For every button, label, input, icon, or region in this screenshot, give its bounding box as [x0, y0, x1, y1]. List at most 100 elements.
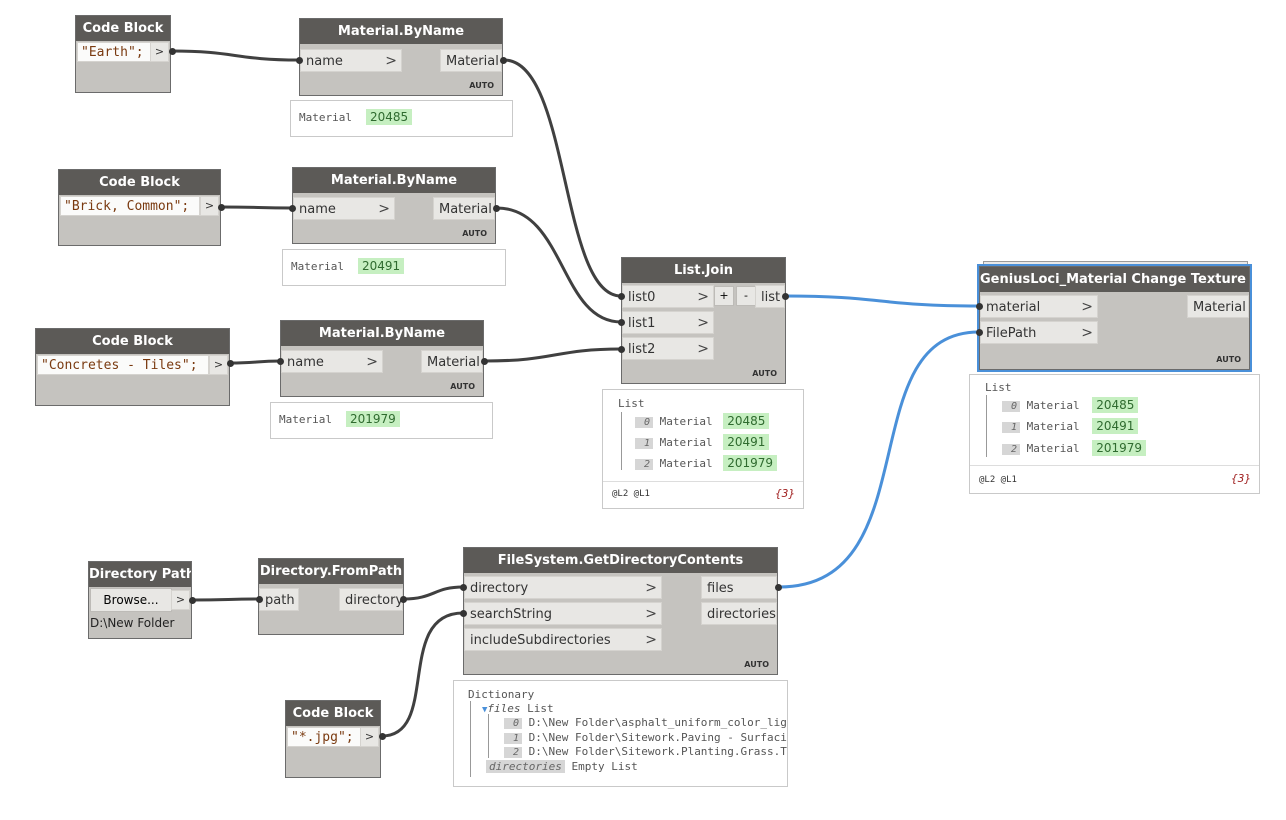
connector-dot [189, 597, 196, 604]
chevron-right-icon: > [697, 315, 709, 331]
connector-dot [618, 293, 625, 300]
lacing-label: AUTO [450, 382, 475, 391]
lacing-label: AUTO [1216, 355, 1241, 364]
output-port[interactable]: > [150, 42, 169, 62]
tree-line [470, 701, 471, 777]
material-byname-node-1[interactable]: Material.ByName name> Material AUTO [299, 18, 503, 96]
preview-label: Material [291, 260, 344, 273]
input-port-path[interactable]: path [259, 588, 299, 611]
input-port-directory[interactable]: directory> [464, 576, 662, 599]
connector-dot [782, 293, 789, 300]
wire-concrete-to-material [229, 359, 282, 365]
item-count: {3} [1231, 472, 1251, 485]
input-port-list1[interactable]: list1> [622, 311, 714, 334]
input-port-name[interactable]: name> [293, 197, 395, 220]
list-item: 0 Material 20485 [1002, 397, 1139, 413]
node-title: GeniusLoci_Material Change Texture Path [980, 267, 1249, 292]
input-port-list2[interactable]: list2> [622, 337, 714, 360]
code-block-concrete[interactable]: Code Block "Concretes - Tiles"; > [35, 328, 230, 406]
node-title: Material.ByName [293, 168, 495, 193]
output-port-list[interactable]: list [755, 285, 785, 308]
add-input-button[interactable]: + [714, 286, 734, 306]
connector-dot [296, 57, 303, 64]
connector-dot [460, 584, 467, 591]
code-block-earth[interactable]: Code Block "Earth"; > [75, 15, 171, 93]
input-port-filepath[interactable]: FilePath> [980, 321, 1098, 344]
list-join-preview: List 0 Material 20485 1 Material 20491 2… [602, 389, 804, 509]
node-title: List.Join [622, 258, 785, 283]
directory-path-node[interactable]: Directory Path Browse... > D:\New Folder [88, 561, 192, 639]
chevron-right-icon: > [645, 580, 657, 596]
output-port-files[interactable]: files [701, 576, 777, 599]
node-title: Code Block [76, 16, 170, 41]
material-byname-node-3[interactable]: Material.ByName name> Material AUTO [280, 320, 484, 397]
input-port-name[interactable]: name> [300, 49, 402, 72]
browse-button[interactable]: Browse... [90, 588, 172, 612]
wire-earth-to-material [171, 49, 300, 62]
list-item: 0 Material 20485 [635, 413, 770, 429]
input-port-includesubdirectories[interactable]: includeSubdirectories> [464, 628, 662, 651]
output-port-directories[interactable]: directories [701, 602, 777, 625]
output-port-material[interactable]: Material [433, 197, 495, 220]
selected-path: D:\New Folder [90, 616, 175, 630]
wire-brick-to-material [220, 205, 293, 210]
output-port[interactable]: > [209, 355, 228, 375]
list-item: 1 Material 20491 [1002, 418, 1139, 434]
preview-label: Material [299, 111, 352, 124]
remove-input-button[interactable]: - [736, 286, 756, 306]
code-block-jpg[interactable]: Code Block "*.jpg"; > [285, 700, 381, 778]
chevron-right-icon: > [378, 201, 390, 217]
connector-dot [379, 733, 386, 740]
lacing-label: AUTO [752, 369, 777, 378]
chevron-right-icon: > [385, 53, 397, 69]
output-port[interactable]: > [200, 196, 219, 216]
directory-frompath-node[interactable]: Directory.FromPath path directory [258, 558, 404, 635]
code-block-brick[interactable]: Code Block "Brick, Common"; > [58, 169, 221, 246]
filesystem-getdirectorycontents-node[interactable]: FileSystem.GetDirectoryContents director… [463, 547, 778, 675]
wire-material2-to-list1 [496, 206, 622, 324]
material-byname-node-2[interactable]: Material.ByName name> Material AUTO [292, 167, 496, 244]
connector-dot [500, 57, 507, 64]
list-item: 2 Material 201979 [1002, 440, 1147, 456]
connector-dot [460, 610, 467, 617]
node-title: Material.ByName [281, 321, 483, 346]
preview-label: Material [279, 413, 332, 426]
code-input[interactable]: "*.jpg"; [287, 727, 361, 747]
input-port-name[interactable]: name> [281, 350, 383, 373]
collapse-triangle-icon: ▼ [482, 705, 488, 715]
output-port-material[interactable]: Material [440, 49, 502, 72]
input-port-list0[interactable]: list0> [622, 285, 714, 308]
lacing-label: AUTO [462, 229, 487, 238]
chevron-right-icon: > [366, 354, 378, 370]
lacing-label: AUTO [744, 660, 769, 669]
files-key: ▼files List [482, 702, 554, 715]
connector-dot [400, 596, 407, 603]
wire-files-to-filepath [778, 330, 980, 589]
code-input[interactable]: "Brick, Common"; [60, 196, 200, 216]
output-port-directory[interactable]: directory [339, 588, 403, 611]
output-port-material[interactable]: Material [1187, 295, 1249, 318]
list-item: 0 D:\New Folder\asphalt_uniform_color_li… [504, 716, 787, 729]
input-port-searchstring[interactable]: searchString> [464, 602, 662, 625]
code-input[interactable]: "Concretes - Tiles"; [37, 355, 209, 375]
connector-dot [256, 596, 263, 603]
wire-material1-to-list0 [503, 58, 622, 298]
code-input[interactable]: "Earth"; [77, 42, 152, 62]
input-port-material[interactable]: material> [980, 295, 1098, 318]
connector-dot [218, 204, 225, 211]
node-title: Code Block [36, 329, 229, 354]
list-join-node[interactable]: List.Join list0> list1> list2> + - list … [621, 257, 786, 384]
wire-frompath-to-directory [403, 585, 464, 601]
output-port-material[interactable]: Material [421, 350, 483, 373]
list-item: 2 Material 201979 [635, 455, 778, 471]
output-port[interactable]: > [360, 727, 379, 747]
preview-value: 20491 [358, 258, 405, 274]
node-stack-shadow [983, 261, 1248, 267]
directory-contents-preview: Dictionary ▼files List 0 D:\New Folder\a… [453, 680, 788, 787]
tree-line [621, 412, 622, 470]
output-port[interactable]: > [171, 590, 190, 610]
node-title: Code Block [286, 701, 380, 726]
connector-dot [493, 205, 500, 212]
geniusloci-change-texture-node[interactable]: GeniusLoci_Material Change Texture Path … [977, 264, 1252, 372]
connector-dot [169, 48, 176, 55]
